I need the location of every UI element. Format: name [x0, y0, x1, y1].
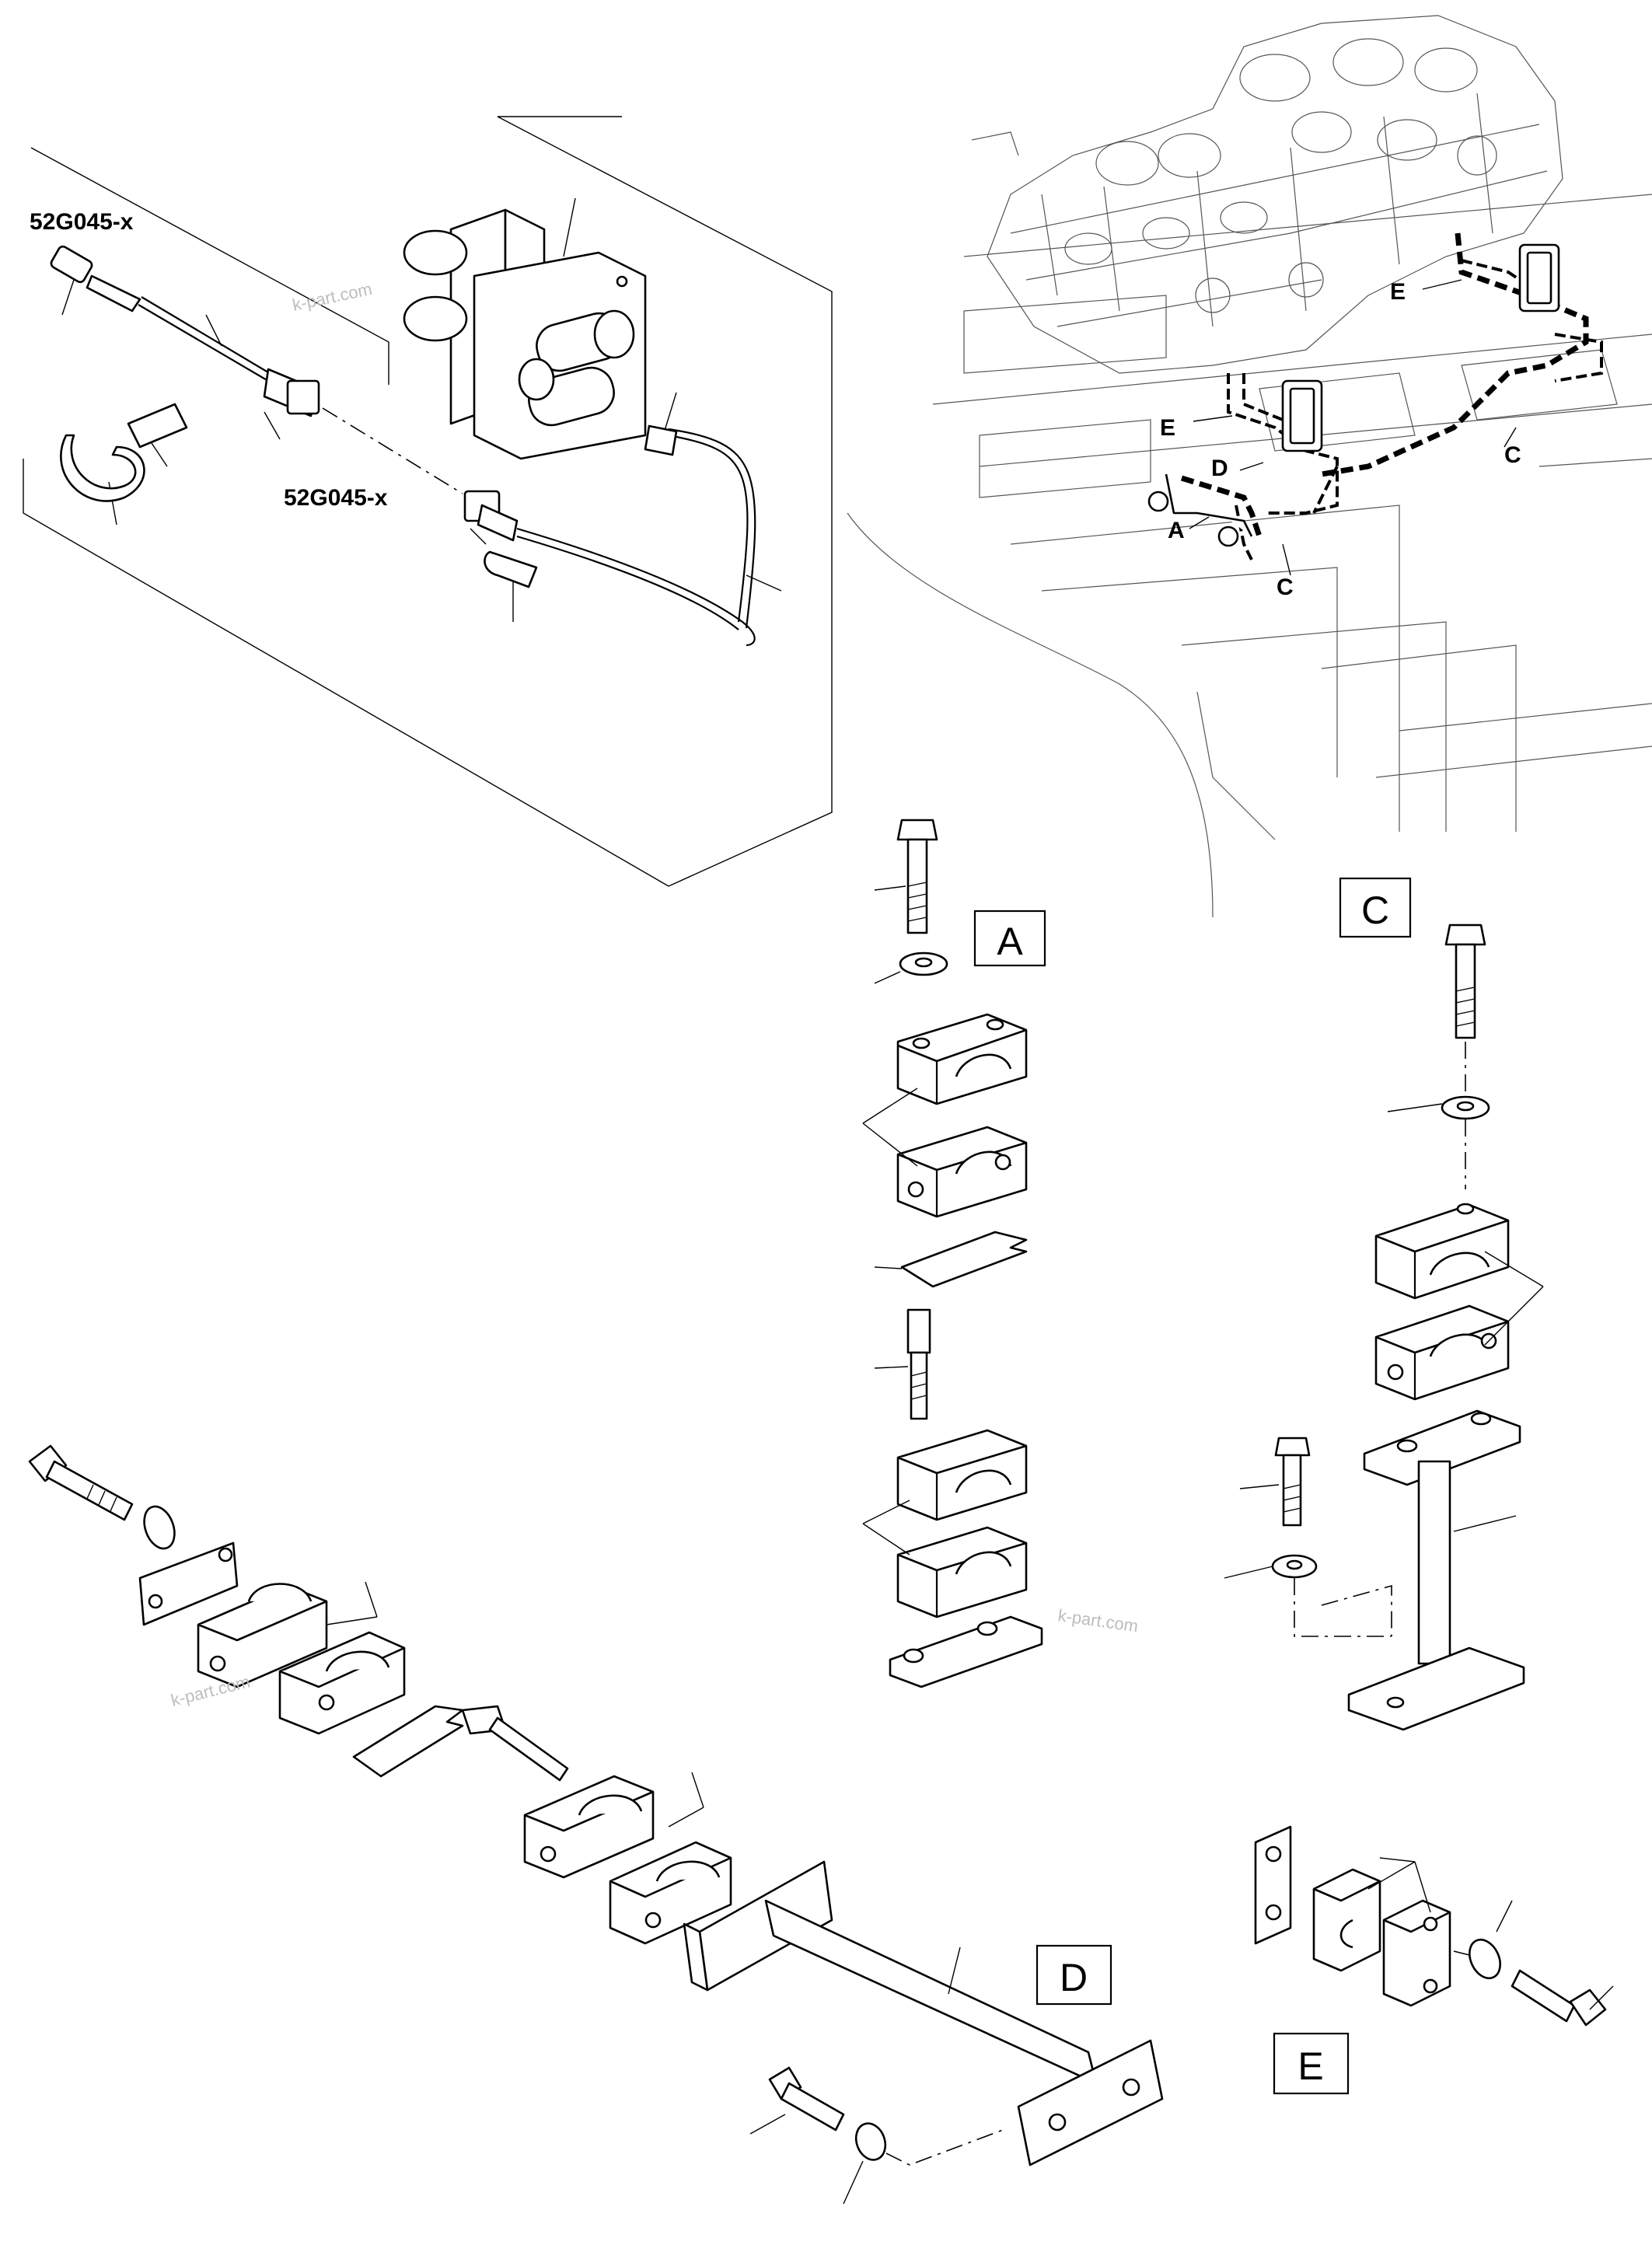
clamp-half-a-lower-2	[896, 1526, 1028, 1618]
base-plate-a	[889, 1615, 1043, 1688]
h-plate-d	[352, 1705, 464, 1778]
link-c	[1294, 1578, 1392, 1637]
clamp-half-c-lower	[1374, 1304, 1510, 1401]
bolt-d-2	[768, 2066, 845, 2132]
callout-c-right: C	[1504, 442, 1521, 468]
callout-d: D	[1211, 456, 1228, 481]
bolt-c-small	[1274, 1437, 1311, 1527]
cable-route	[1147, 232, 1603, 560]
bolt-a	[896, 819, 938, 934]
chassis-lines	[847, 131, 1652, 918]
bolt-d-1	[28, 1444, 134, 1521]
washer-e	[1469, 1938, 1501, 1980]
callout-c-lower: C	[1277, 574, 1294, 600]
detail-box-a-label: A	[997, 920, 1023, 963]
connector-bracket	[403, 208, 647, 460]
clamp-half-e-2	[1382, 1899, 1451, 2007]
frame-outline-left	[30, 147, 389, 385]
detail-box-e-label: E	[1298, 2044, 1323, 2088]
h-plate-a	[900, 1231, 1028, 1288]
detail-box-e	[1273, 2032, 1350, 2095]
frame-outline-bottom	[23, 459, 669, 887]
clamp-half-a-lower	[896, 1126, 1028, 1218]
detail-c: C	[1224, 877, 1544, 1731]
clamp-half-a-upper	[896, 1013, 1028, 1105]
clamp-half-d-1	[197, 1583, 328, 1688]
connector-label-left: 52G045-x	[30, 209, 134, 235]
connector-plug-left	[50, 245, 320, 417]
washer-d-2	[854, 2122, 887, 2161]
clamp-half-d-3	[523, 1775, 655, 1879]
cable-tie-part	[60, 403, 188, 502]
callout-a: A	[1168, 518, 1185, 543]
bolt-e	[1511, 1969, 1607, 2027]
harness-detail-group: 52G045-x 52G045-x k-part.com	[23, 116, 833, 887]
plate-e	[1254, 1825, 1292, 1945]
detail-box-c	[1339, 877, 1412, 938]
connector-label-right: 52G045-x	[284, 485, 388, 511]
stand-c	[1347, 1409, 1525, 1731]
tube-stand-d	[683, 1860, 1164, 2166]
leader-clamp-a	[862, 1088, 918, 1124]
frame-outline-right	[497, 116, 833, 887]
detail-d: D k-part.com	[28, 1444, 1164, 2205]
detail-box-c-label: C	[1361, 889, 1389, 932]
stud-a	[906, 1308, 931, 1420]
detail-a: A k-part.com	[862, 819, 1140, 1688]
callout-e-upper: E	[1390, 279, 1406, 305]
engine-sketch	[987, 15, 1563, 374]
detail-box-a	[973, 910, 1046, 967]
watermark-1: k-part.com	[291, 279, 374, 315]
clamp-half-a-upper-2	[896, 1429, 1028, 1521]
callout-leaders	[1189, 279, 1517, 576]
link-d	[885, 2129, 1004, 2166]
clamp-half-e-1	[1312, 1868, 1381, 1972]
washer-d-1	[143, 1505, 176, 1550]
detail-box-d-label: D	[1060, 1956, 1088, 1999]
clamp-half-d-2	[278, 1631, 406, 1735]
plate-d	[138, 1541, 239, 1626]
connector-plug-right	[463, 424, 756, 647]
machine-overview: E E D A C C	[847, 15, 1652, 918]
watermark-2: k-part.com	[1057, 1605, 1139, 1636]
clamp-half-c-upper	[1374, 1203, 1510, 1300]
leader-clamp-e	[1379, 1857, 1416, 1863]
clamp-half-d-4	[609, 1841, 732, 1945]
stud-d	[461, 1705, 569, 1782]
link-line	[322, 407, 463, 494]
detail-box-d	[1036, 1944, 1112, 2006]
detail-e: E	[1254, 1825, 1614, 2095]
callout-e-lower: E	[1160, 415, 1175, 441]
watermark-3: k-part.com	[169, 1671, 252, 1709]
bolt-c	[1444, 924, 1486, 1039]
